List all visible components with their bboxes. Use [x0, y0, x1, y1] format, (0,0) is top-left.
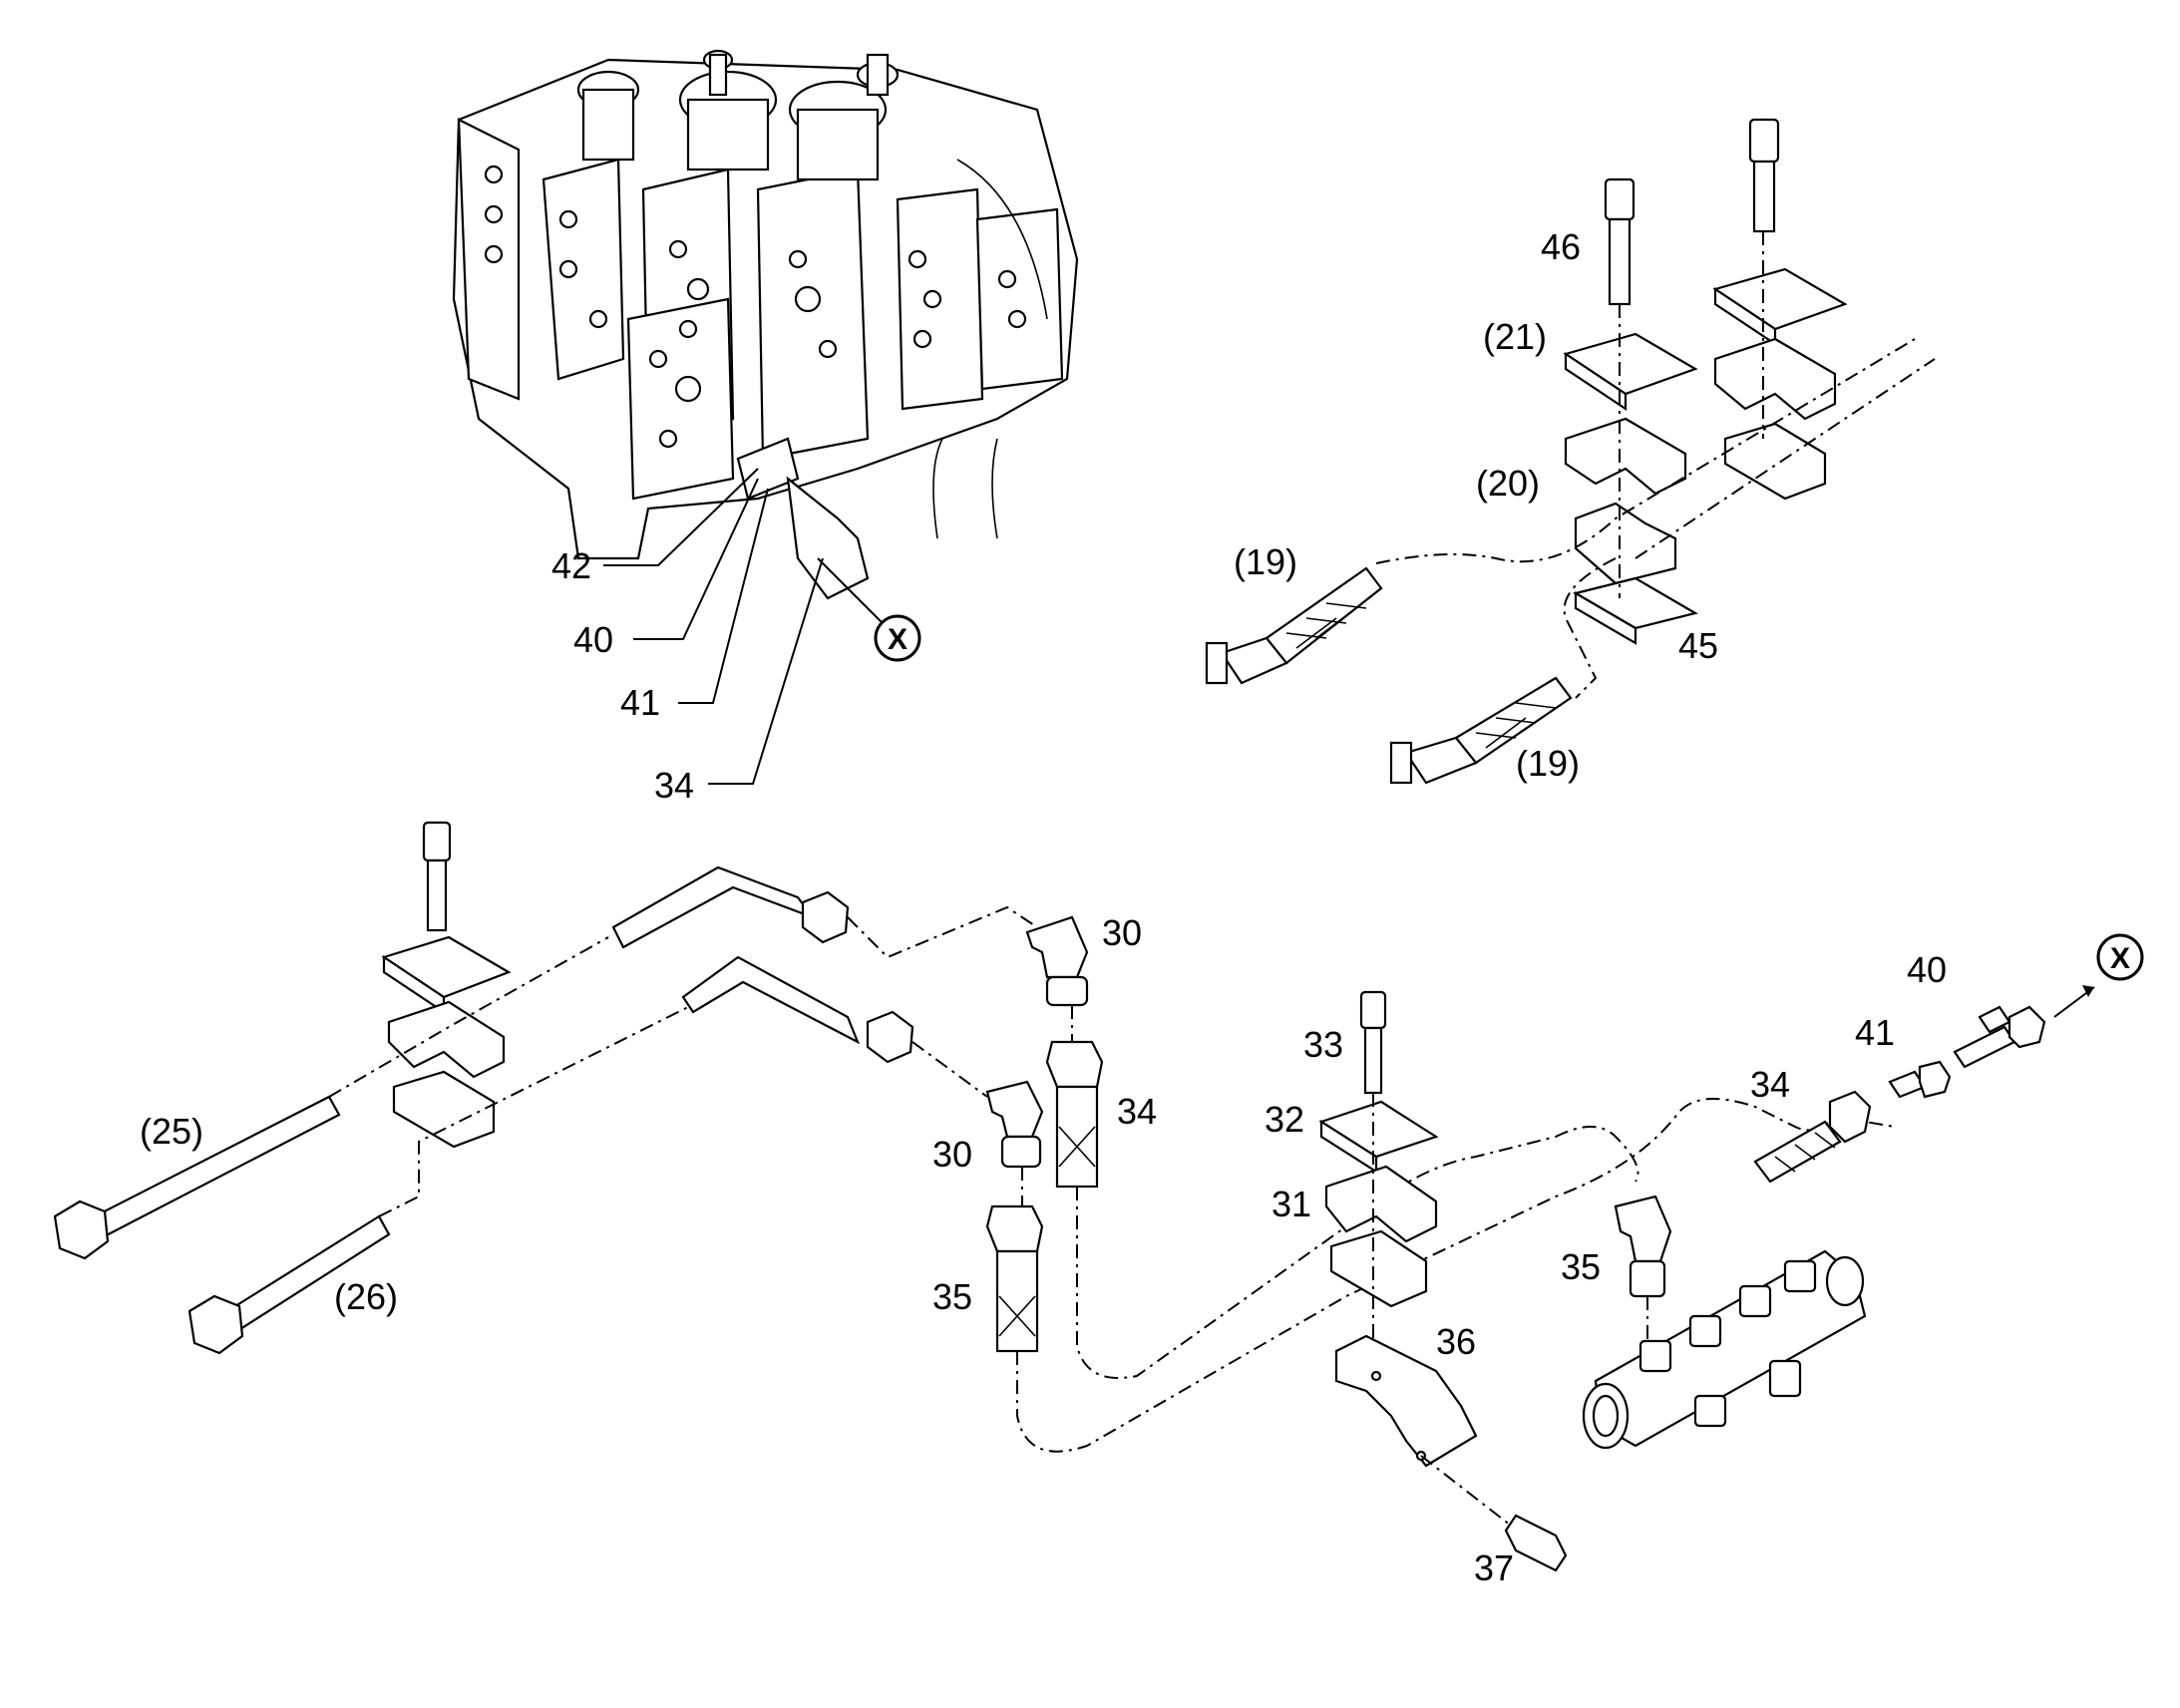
hose-fitting-19-upper	[1205, 566, 1383, 685]
callout-32: 32	[1265, 1099, 1304, 1140]
callout-26: (26)	[334, 1276, 398, 1317]
callout-30-upper: 30	[1102, 912, 1142, 953]
callout-41-right: 41	[1855, 1012, 1895, 1053]
distribution-manifold	[1582, 1195, 1867, 1450]
valve-leaders	[603, 468, 889, 785]
callout-20: (20)	[1476, 463, 1540, 504]
callout-33: 33	[1303, 1024, 1343, 1065]
callout-30-lower: 30	[932, 1134, 972, 1175]
callout-34-top: 34	[654, 765, 694, 806]
callout-40-top: 40	[573, 619, 613, 660]
connection-marker-x-right: X	[2096, 933, 2144, 981]
callout-31: 31	[1272, 1184, 1311, 1224]
callout-37: 37	[1474, 1547, 1514, 1588]
clamp-group-top	[1375, 118, 1936, 699]
callout-41-top: 41	[620, 682, 660, 723]
callout-35-right: 35	[1561, 1246, 1601, 1287]
callout-35-middle: 35	[932, 1276, 972, 1317]
svg-text:X: X	[2110, 942, 2130, 975]
callout-19-upper: (19)	[1234, 541, 1297, 582]
callout-36: 36	[1436, 1321, 1476, 1362]
fittings-right-chain	[1753, 985, 2095, 1184]
callout-46: 46	[1541, 226, 1581, 267]
callout-21: (21)	[1483, 316, 1547, 357]
svg-text:X: X	[888, 623, 908, 656]
control-valve-block	[452, 49, 1079, 600]
callout-19-lower: (19)	[1516, 743, 1580, 784]
connection-marker-x-top: X	[874, 614, 921, 662]
callout-42: 42	[551, 545, 591, 586]
elbow-and-hose-fittings-middle	[985, 915, 1896, 1453]
hose-fitting-19-lower	[1389, 676, 1573, 785]
callout-34-middle: 34	[1117, 1091, 1157, 1132]
callout-45: 45	[1678, 625, 1718, 666]
tube-clamp-group-left	[53, 821, 1038, 1355]
callout-25: (25)	[140, 1111, 203, 1152]
clamp-group-bottom	[1318, 990, 1568, 1572]
callout-34-right: 34	[1750, 1064, 1790, 1105]
callout-40-right: 40	[1907, 949, 1947, 990]
